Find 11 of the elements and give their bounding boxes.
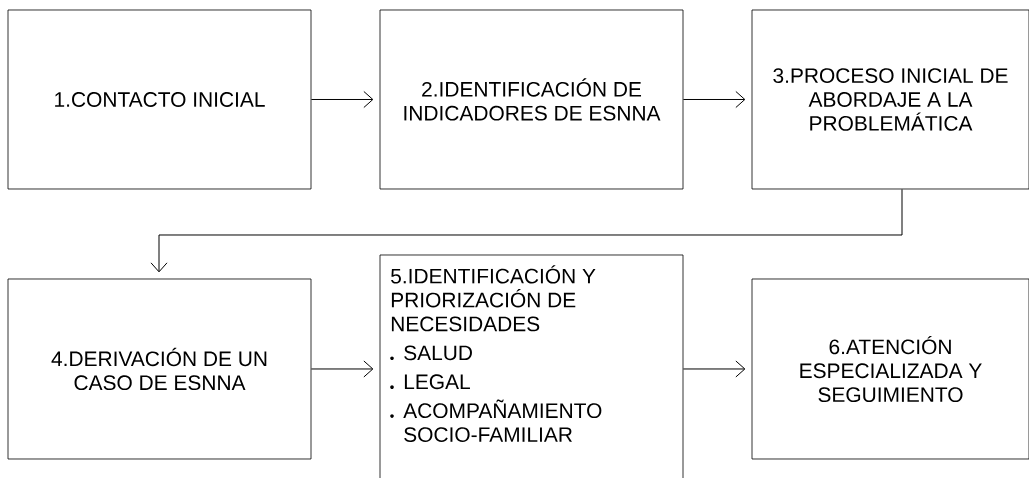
arrow xyxy=(310,91,374,108)
arrow xyxy=(150,188,903,273)
arrow xyxy=(310,360,374,378)
process-box: 2.IDENTIFICACIÓN DE INDICADORES DE ESNNA xyxy=(379,9,684,190)
arrow xyxy=(682,360,746,378)
arrow xyxy=(682,91,746,108)
process-box: 3.PROCESO INICIAL DE ABORDAJE A LA PROBLEMÁTICA xyxy=(751,9,1029,190)
process-box: 5.IDENTIFICACIÓN Y PRIORIZACIÓN DE NECESIDADES SALUD LEGAL ACOMPAÑAMIENTO SOCIO-FAMILIAR xyxy=(379,254,684,478)
process-box: 4.DERIVACIÓN DE UN CASO DE ESNNA xyxy=(7,278,312,460)
process-box: 1.CONTACTO INICIAL xyxy=(7,9,312,190)
process-box: 6.ATENCIÓN ESPECIALIZADA Y SEGUIMIENTO xyxy=(751,278,1029,460)
